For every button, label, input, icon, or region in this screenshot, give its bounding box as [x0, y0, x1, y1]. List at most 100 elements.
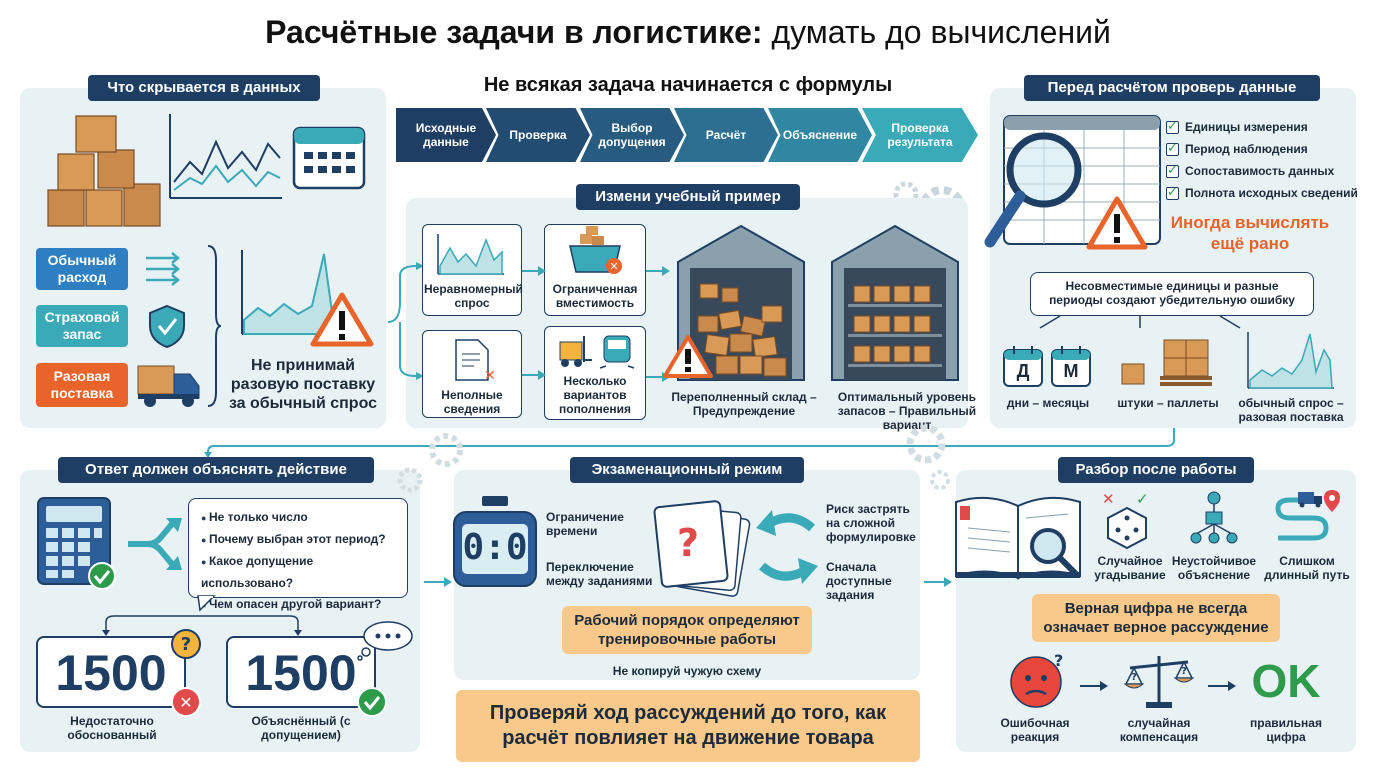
- panel-modify-tag: Измени учебный пример: [576, 184, 800, 210]
- timer-icon: [453, 496, 537, 587]
- boxes-icon: [47, 115, 161, 227]
- check-item-period[interactable]: Период наблюдения: [1166, 140, 1308, 156]
- svg-text:✕: ✕: [484, 368, 496, 384]
- checkbox-icon[interactable]: [1166, 162, 1179, 178]
- flow-arrows-icon: [146, 252, 180, 286]
- question-item: Не только число: [201, 507, 395, 529]
- question-item: Почему выбран этот период?: [201, 529, 395, 551]
- footer-highlight: Проверяй ход рассуждений до того, как ра…: [456, 690, 920, 762]
- arrow-right: [646, 266, 670, 276]
- review-highlight: Верная цифра не всегда означает верное р…: [1032, 594, 1280, 642]
- cards-question-icon: ?: [653, 500, 751, 597]
- warning-icon: [1086, 196, 1148, 250]
- panel-exam-tag: Экзаменационный режим: [570, 457, 804, 483]
- arrow-right: [424, 577, 452, 587]
- step-choose-assumption: Выбор допущения: [580, 108, 684, 162]
- calendar-month-letter: М: [1063, 361, 1079, 381]
- split-to-numbers: [102, 615, 302, 636]
- svg-text:✓: ✓: [1136, 490, 1149, 508]
- trend-chart-icon: [169, 114, 282, 199]
- dice-icon: ✕ ✓: [1102, 490, 1149, 550]
- confused-face-icon: ?: [1010, 651, 1063, 708]
- checkbox-icon[interactable]: [1166, 140, 1179, 156]
- gear-icon: [906, 424, 950, 490]
- book-magnifier-icon: [955, 496, 1081, 580]
- step-source-data: Исходные данные: [396, 108, 496, 162]
- checkbox-icon[interactable]: [1166, 184, 1179, 200]
- shield-icon: [149, 304, 185, 349]
- exam-note: Не копируй чужую схему: [612, 664, 762, 678]
- question-item: Какое допущение использовано?: [201, 551, 395, 594]
- svg-text:✕: ✕: [1102, 490, 1115, 508]
- arrow-right: [1208, 681, 1236, 691]
- flow-random-compensation: случайная компенсация: [1119, 716, 1199, 744]
- exam-accessible-first: Сначала доступные задания: [826, 560, 892, 602]
- truck-icon: [137, 365, 200, 407]
- forklift-train-icon: [559, 335, 635, 369]
- panel-answer-tag: Ответ должен объяснять действие: [58, 457, 374, 483]
- arrow-right: [522, 266, 546, 276]
- warning-icon: [663, 335, 713, 378]
- check-item-comparability[interactable]: Сопоставимость данных: [1166, 162, 1334, 178]
- svg-text:✕: ✕: [179, 693, 192, 712]
- basket-icon: ✕: [569, 226, 622, 274]
- example-units-pallets: штуки – паллеты: [1117, 396, 1219, 410]
- step-calculation: Расчёт: [674, 108, 778, 162]
- units-warning-bubble: [1030, 272, 1314, 316]
- exam-time-limit: Ограничение времени: [546, 510, 624, 538]
- number-insufficient: 1500: [36, 636, 186, 708]
- question-mark-icon: ?: [171, 629, 201, 659]
- number-insufficient-caption: Недостаточно обоснованный: [67, 714, 157, 742]
- spike-chart-icon: [1247, 332, 1334, 389]
- calendar-icon: [292, 126, 366, 190]
- flow-subhead: Не всякая задача начинается с формулы: [483, 74, 893, 96]
- split-arrows-icon: [128, 518, 182, 570]
- question-item: Чем опасен другой вариант?: [201, 594, 395, 616]
- units-warning-text: Несовместимые единицы и разные периоды с…: [1049, 279, 1295, 307]
- checkbox-icon[interactable]: [1166, 118, 1179, 134]
- number-explained: 1500: [226, 636, 376, 708]
- calendar-day-icon: [1003, 346, 1043, 387]
- review-random-guess: Случайное угадывание: [1094, 554, 1166, 582]
- warning-text-one-time: Не принимай разовую поставку за обычный …: [228, 357, 378, 412]
- thought-bubble-icon: [357, 621, 413, 661]
- flow-wrong-reaction: Ошибочная реакция: [1000, 716, 1070, 744]
- panel-hidden-tag: Что скрывается в данных: [88, 75, 320, 101]
- arrow-right: [522, 370, 546, 380]
- cycle-arrows-icon: [756, 510, 818, 584]
- step-explanation: Объяснение: [768, 108, 872, 162]
- exam-highlight: Рабочий порядок определяют тренировочные…: [562, 606, 812, 654]
- flow-correct-figure: правильная цифра: [1250, 716, 1322, 744]
- svg-text:?: ?: [181, 634, 191, 655]
- timer-display: 0:0: [462, 527, 528, 568]
- brace-icon: [207, 245, 222, 407]
- example-demand-delivery: обычный спрос – разовая поставка: [1238, 396, 1344, 424]
- panel-review-tag: Разбор после работы: [1058, 457, 1254, 483]
- review-long-path: Слишком длинный путь: [1264, 554, 1350, 582]
- arrow-right: [924, 577, 952, 587]
- overfilled-warehouse-icon: [677, 224, 805, 381]
- svg-text:?: ?: [677, 521, 699, 565]
- bubble-tail: [197, 595, 216, 612]
- review-unstable-explanation: Неустойчивое объяснение: [1171, 554, 1257, 582]
- warehouse-good-label: Оптимальный уровень запасов – Правильный…: [837, 390, 977, 432]
- step-check-result: Проверка результата: [862, 108, 978, 162]
- warehouse-bad-label: Переполненный склад – Предупреждение: [671, 390, 817, 418]
- number-explained-caption: Объяснённый (с допущением): [251, 714, 351, 742]
- gear-icon: [397, 433, 463, 493]
- box-pallet-icon: [1121, 339, 1212, 386]
- check-item-completeness[interactable]: Полнота исходных сведений: [1166, 184, 1358, 200]
- branch-arrows: [387, 262, 424, 380]
- bubble-pointers: [1039, 315, 1241, 329]
- card-replenishment-options-label: Несколько вариантов пополнения: [558, 374, 632, 416]
- calculator-icon: [37, 497, 116, 590]
- svg-text:✕: ✕: [609, 260, 618, 273]
- pill-safety-stock: Страховой запас: [36, 305, 128, 347]
- check-item-units[interactable]: Единицы измерения: [1166, 118, 1308, 134]
- tree-structure-icon: [1190, 491, 1238, 544]
- svg-text:?: ?: [1131, 672, 1137, 683]
- pill-one-time-delivery: Разовая поставка: [36, 363, 128, 407]
- questions-bubble: Не только число Почему выбран этот перио…: [188, 498, 408, 611]
- cross-icon: ✕: [171, 687, 201, 717]
- example-days-months: дни – месяцы: [1006, 396, 1090, 410]
